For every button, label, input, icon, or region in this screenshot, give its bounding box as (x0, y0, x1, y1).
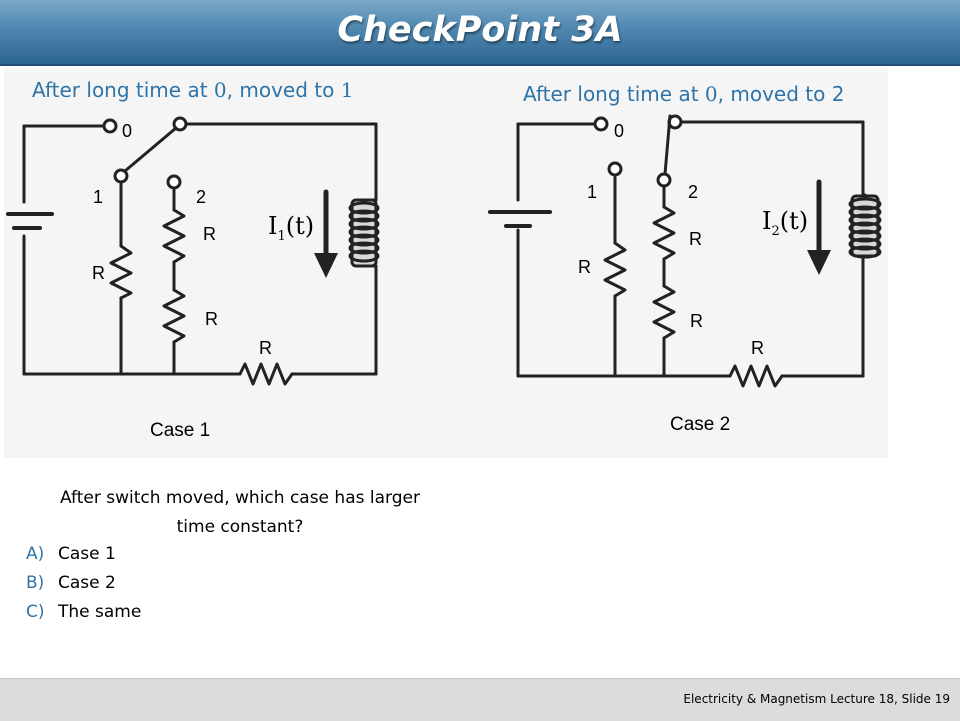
case1-battery (6, 124, 54, 376)
case2-battery (488, 122, 552, 378)
case2-inductor (848, 193, 882, 259)
case2-terminal-1: 1 (587, 182, 597, 202)
case2-terminal-2: 2 (688, 182, 698, 202)
case1-heading-from: 0 (213, 78, 227, 102)
case1-heading-mid: , moved to (226, 78, 341, 102)
case2-branch1 (603, 173, 627, 378)
case1-switch (102, 116, 188, 190)
case1-heading-text: After long time at (32, 78, 214, 102)
option-a-letter: A) (26, 544, 45, 564)
case2-branch2 (652, 184, 676, 378)
case1-resistor-label-branch2-top: R (203, 224, 216, 244)
case1-label: Case 1 (150, 420, 210, 441)
option-c[interactable]: C) The same (26, 602, 141, 622)
option-b-letter: B) (26, 573, 45, 593)
case1-terminal-2: 2 (196, 187, 206, 207)
case2-resistor-label-branch1: R (578, 257, 591, 277)
footer-bar (0, 678, 960, 721)
case1-heading: After long time at 0, moved to 1 (32, 78, 353, 102)
slide-footer: Electricity & Magnetism Lecture 18, Slid… (683, 692, 950, 706)
case2-resistor-label-branch2-bottom: R (690, 311, 703, 331)
case2-heading-to: 2 (831, 82, 845, 106)
question-text: After switch moved, which case has large… (60, 488, 420, 537)
case2-switch (593, 114, 683, 188)
case1-inductor (348, 198, 380, 268)
case1-circuit (6, 116, 380, 386)
case1-branch2 (162, 186, 186, 376)
case2-heading-text: After long time at (523, 82, 705, 106)
case2-heading: After long time at 0, moved to 2 (523, 82, 844, 106)
case2-resistor-label-branch2-top: R (689, 229, 702, 249)
case1-current-label: I1(t) (268, 212, 314, 244)
slide-title: CheckPoint 3A (337, 10, 623, 50)
case1-heading-to: 1 (340, 78, 354, 102)
case1-terminal-0: 0 (122, 121, 132, 141)
case2-circuit (488, 114, 882, 388)
case2-current-arrow (807, 179, 831, 275)
case2-heading-from: 0 (704, 82, 718, 106)
case2-heading-mid: , moved to (717, 82, 832, 106)
case2-label: Case 2 (670, 414, 730, 435)
circuit-diagram-area (4, 68, 888, 458)
case1-resistor-label-branch2-bottom: R (205, 309, 218, 329)
case1-current-arrow (314, 189, 338, 278)
option-a-text: Case 1 (58, 544, 116, 564)
case1-branch1 (109, 180, 133, 376)
case2-bottom-wire (516, 364, 865, 388)
title-bar (0, 0, 960, 66)
case1-resistor-label-branch1: R (92, 263, 105, 283)
case2-terminal-0: 0 (614, 121, 624, 141)
case1-resistor-label-bottom: R (259, 338, 272, 358)
option-b[interactable]: B) Case 2 (26, 573, 116, 593)
case1-terminal-1: 1 (93, 187, 103, 207)
case2-current-label: I2(t) (762, 207, 808, 239)
option-b-text: Case 2 (58, 573, 116, 593)
option-a[interactable]: A) Case 1 (26, 544, 116, 564)
case1-bottom-wire (22, 362, 378, 386)
case2-resistor-label-bottom: R (751, 338, 764, 358)
option-c-letter: C) (26, 602, 45, 622)
option-c-text: The same (58, 602, 142, 622)
